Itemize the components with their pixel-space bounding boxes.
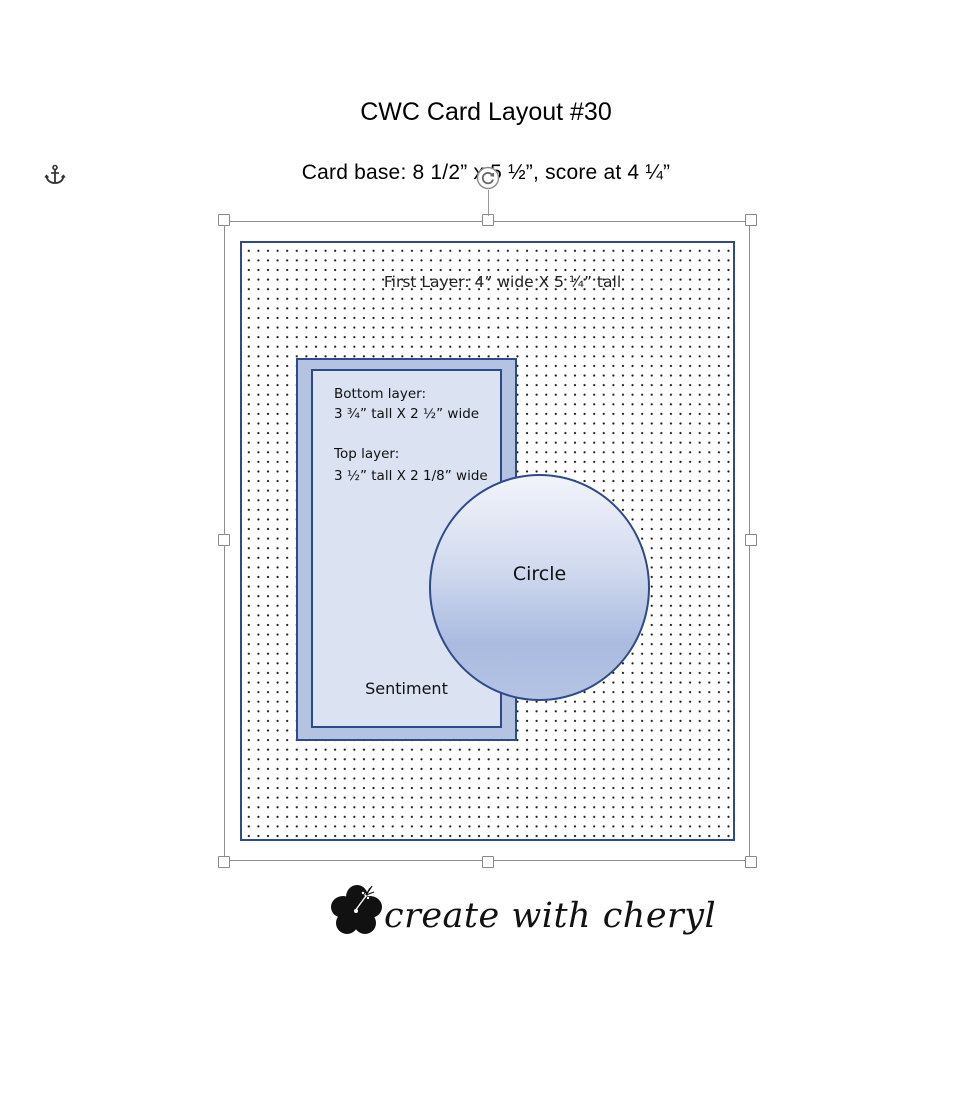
bottom-layer-size: 3 ¾” tall X 2 ½” wide bbox=[334, 406, 480, 422]
top-layer-heading: Top layer: bbox=[334, 446, 400, 462]
top-layer-size: 3 ½” tall X 2 1/8” wide bbox=[334, 468, 488, 484]
circle-label: Circle bbox=[512, 563, 567, 585]
page-title: CWC Card Layout #30 bbox=[360, 98, 612, 126]
logo-text: create with cheryl bbox=[384, 896, 717, 936]
rotate-handle-icon[interactable] bbox=[476, 166, 500, 190]
resize-handle-top-left[interactable] bbox=[218, 214, 230, 226]
sentiment-label: Sentiment bbox=[365, 679, 448, 698]
first-layer-label: First Layer: 4” wide X 5 ¼” tall bbox=[383, 273, 622, 291]
bottom-layer-heading: Bottom layer: bbox=[334, 386, 426, 402]
resize-handle-left[interactable] bbox=[218, 534, 230, 546]
resize-handle-right[interactable] bbox=[745, 534, 757, 546]
anchor-icon[interactable] bbox=[43, 163, 67, 187]
rotate-connector-line bbox=[488, 190, 489, 216]
resize-handle-bottom[interactable] bbox=[482, 856, 494, 868]
resize-handle-bottom-right[interactable] bbox=[745, 856, 757, 868]
circle-shape bbox=[429, 474, 650, 701]
hibiscus-icon bbox=[331, 885, 382, 934]
resize-handle-bottom-left[interactable] bbox=[218, 856, 230, 868]
resize-handle-top-right[interactable] bbox=[745, 214, 757, 226]
